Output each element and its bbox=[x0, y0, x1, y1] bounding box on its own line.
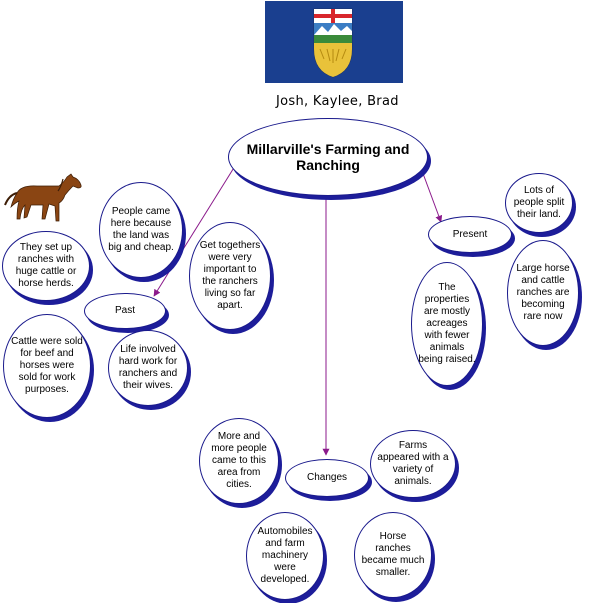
connector-past bbox=[153, 157, 241, 297]
authors-label: Josh, Kaylee, Brad bbox=[276, 94, 399, 109]
present-note-1: Lots of people split their land. bbox=[505, 173, 573, 233]
past-node: Past bbox=[84, 293, 166, 329]
past-note-3: People came here because the land was bi… bbox=[99, 182, 183, 278]
past-note-4: Get togethers were very important to the… bbox=[189, 222, 271, 330]
changes-note-2: Farms appeared with a variety of animals… bbox=[370, 430, 456, 498]
changes-note-3: Automobiles and farm machinery were deve… bbox=[246, 512, 324, 600]
past-note-5: Life involved hard work for ranchers and… bbox=[108, 330, 188, 406]
present-node: Present bbox=[428, 216, 512, 253]
past-note-2: Cattle were sold for beef and horses wer… bbox=[3, 314, 91, 418]
present-note-2: The properties are mostly acreages with … bbox=[411, 262, 483, 386]
past-note-1: They set up ranches with huge cattle or … bbox=[2, 231, 90, 301]
horse-icon bbox=[4, 173, 82, 222]
alberta-flag bbox=[265, 1, 403, 83]
changes-note-4: Horse ranches became much smaller. bbox=[354, 512, 432, 598]
changes-node: Changes bbox=[285, 459, 369, 497]
present-note-3: Large horse and cattle ranches are becom… bbox=[507, 240, 579, 346]
changes-note-1: More and more people came to this area f… bbox=[199, 418, 279, 504]
main-topic-node: Millarville's Farming and Ranching bbox=[228, 118, 428, 196]
